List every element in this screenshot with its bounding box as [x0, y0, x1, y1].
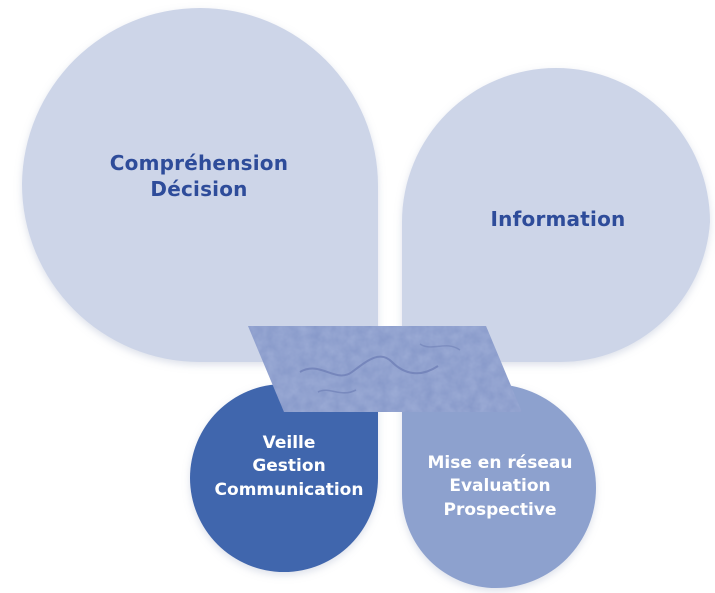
map-image: [248, 326, 522, 412]
petal-bottom-right: [402, 384, 596, 588]
petal-top-left: [22, 7, 378, 362]
petal-top-right: [402, 68, 710, 363]
label-line-comprehension: Compréhension: [109, 151, 289, 175]
label-comprehension-decision: Compréhension Décision: [104, 150, 294, 203]
label-line-prospective: Prospective: [443, 499, 557, 520]
label-line-veille: Veille: [262, 433, 316, 453]
label-veille-gestion-communication: Veille Gestion Communication: [200, 432, 378, 502]
label-information: Information: [470, 206, 646, 232]
label-mise-en-reseau-evaluation-prospective: Mise en réseau Evaluation Prospective: [410, 452, 590, 522]
label-line-mise-en-reseau: Mise en réseau: [427, 453, 573, 473]
label-line-decision: Décision: [150, 177, 248, 202]
label-line-information: Information: [490, 207, 626, 231]
label-line-communication: Communication: [214, 479, 364, 500]
label-line-gestion: Gestion: [252, 456, 326, 477]
petal-bottom-left: [190, 384, 378, 572]
label-line-evaluation: Evaluation: [449, 476, 551, 497]
